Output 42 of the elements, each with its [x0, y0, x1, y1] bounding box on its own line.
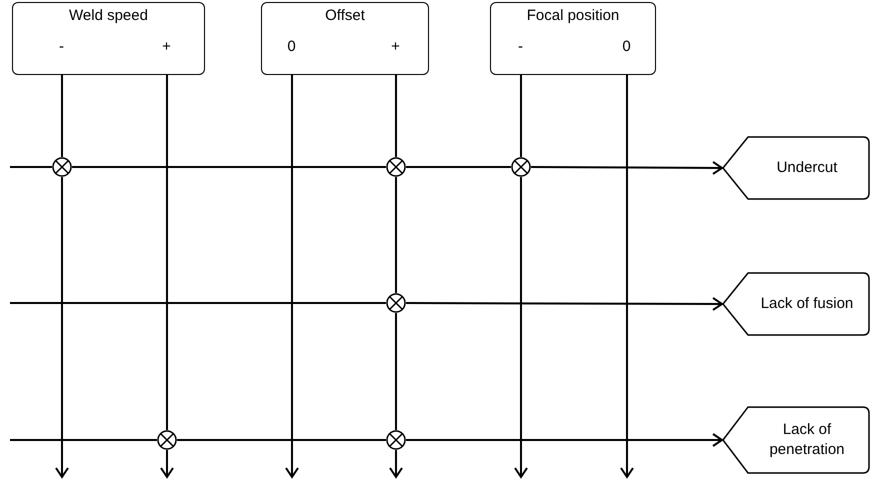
- connector-line: [520, 75, 522, 157]
- defect-tag: Lack of fusion: [722, 272, 870, 336]
- box-title: Weld speed: [68, 7, 149, 25]
- connector-line: [166, 75, 168, 430]
- level-label: 0: [621, 38, 632, 56]
- arrow: [620, 75, 634, 478]
- connector-line: [177, 439, 386, 441]
- parameter-box: [490, 2, 656, 75]
- arrow: [406, 296, 723, 311]
- crossing-marker: [386, 430, 406, 450]
- connector-line: [10, 166, 52, 168]
- connector-line: [10, 302, 386, 304]
- crossing-marker: [386, 157, 406, 177]
- connector-line: [395, 75, 397, 157]
- arrow: [160, 450, 174, 478]
- level-label: -: [58, 38, 65, 56]
- defect-tag: Lack of penetration: [722, 406, 870, 474]
- crossing-marker: [511, 157, 531, 177]
- connector-line: [395, 313, 397, 430]
- level-label: 0: [286, 38, 297, 56]
- level-label: +: [390, 38, 401, 56]
- arrow: [406, 433, 723, 447]
- arrow: [285, 75, 299, 478]
- crossing-marker: [157, 430, 177, 450]
- connector-line: [395, 177, 397, 293]
- defect-tag: Undercut: [722, 136, 870, 200]
- arrow: [531, 160, 723, 175]
- connector-line: [406, 166, 511, 168]
- level-label: +: [161, 38, 172, 56]
- crossing-marker: [52, 157, 72, 177]
- arrow: [55, 177, 69, 478]
- connector-line: [10, 439, 157, 441]
- arrow: [389, 450, 403, 478]
- connector-line: [61, 75, 63, 157]
- connector-line: [72, 166, 386, 168]
- box-title: Offset: [324, 7, 366, 25]
- crossing-marker: [386, 293, 406, 313]
- arrow: [514, 177, 528, 478]
- box-title: Focal position: [526, 7, 620, 25]
- parameter-box: [261, 2, 429, 75]
- level-label: -: [517, 38, 524, 56]
- parameter-box: [12, 2, 205, 75]
